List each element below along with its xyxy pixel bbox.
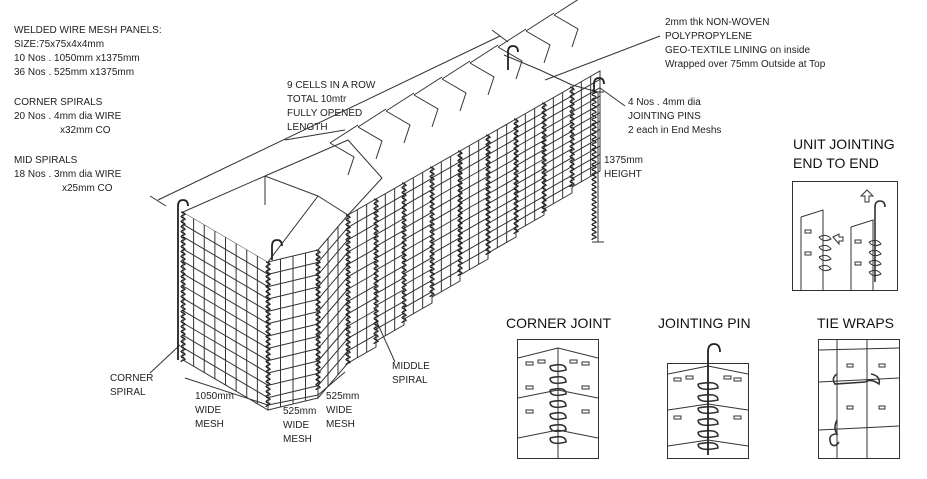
row-cell-panel-3	[403, 166, 433, 320]
row-cell-panel-5	[459, 134, 489, 276]
middle-spiral-9	[569, 86, 575, 188]
front-panel-1050	[182, 211, 269, 411]
unit-jointing-sketch	[800, 189, 886, 290]
pins-leader	[599, 87, 626, 107]
wide-1050-label-1: 1050mm	[195, 391, 234, 402]
middle-spiral-1	[345, 214, 351, 366]
geotextile-line-2: POLYPROPYLENE	[665, 31, 753, 42]
cells-line-4: LENGTH	[287, 122, 328, 133]
middle-spiral-6	[485, 134, 491, 256]
corner-spiral-left	[180, 211, 186, 363]
panels-line-2: 36 Nos . 525mm x1375mm	[14, 67, 135, 78]
height-line-2: HEIGHT	[604, 169, 642, 180]
middle-spiral-label-2: SPIRAL	[392, 375, 428, 386]
wide-1050-label-2: WIDE	[195, 405, 222, 416]
middle-spiral-3	[401, 182, 407, 324]
cells-line-2: TOTAL 10mtr	[287, 94, 347, 105]
corner-spiral-label-2: SPIRAL	[110, 387, 146, 398]
mid-spirals-title: MID SPIRALS	[14, 155, 78, 166]
corner-joint-title: CORNER JOINT	[506, 315, 611, 331]
corner-spirals-title: CORNER SPIRALS	[14, 97, 103, 108]
cells-line-1: 9 CELLS IN A ROW	[287, 80, 376, 91]
front-panel-525b	[317, 213, 349, 400]
jointing-pin-title: JOINTING PIN	[658, 315, 751, 331]
tie-wraps-title: TIE WRAPS	[817, 315, 895, 331]
corner-joint-detail	[517, 339, 599, 459]
cells-line-3: FULLY OPENED	[287, 108, 363, 119]
middle-spiral-5	[457, 150, 463, 277]
middle-spiral-8	[541, 102, 547, 214]
row-cell-panel-2	[375, 182, 405, 342]
jointing-pin-sketch	[668, 365, 748, 451]
row-cell-panel-4	[431, 150, 461, 298]
row-cell-panel-1	[347, 198, 377, 364]
panels-title: WELDED WIRE MESH PANELS:	[14, 25, 162, 36]
unit-jointing-title-1: UNIT JOINTING	[793, 136, 895, 152]
geotextile-line-4: Wrapped over 75mm Outside at Top	[665, 59, 826, 70]
pins-line-2: JOINTING PINS	[628, 111, 701, 122]
height-line-1: 1375mm	[604, 155, 643, 166]
middle-spiral-label-1: MIDDLE	[392, 361, 430, 372]
tie-wraps-detail	[818, 339, 900, 459]
wide-1050-label-3: MESH	[195, 419, 224, 430]
middle-spiral-2	[373, 198, 379, 345]
jointing-pin-detail	[667, 363, 749, 459]
wide-525a-label-2: WIDE	[283, 420, 310, 431]
row-cell-panel-8	[543, 86, 573, 210]
geotextile-line-1: 2mm thk NON-WOVEN	[665, 17, 770, 28]
pins-line-3: 2 each in End Meshs	[628, 125, 722, 136]
mid-spirals-line-2: x25mm CO	[62, 183, 113, 194]
pins-line-1: 4 Nos . 4mm dia	[628, 97, 701, 108]
unit-jointing-detail	[792, 181, 898, 291]
unit-jointing-title-2: END TO END	[793, 155, 879, 171]
corner-spiral-front	[265, 261, 271, 408]
corner-spirals-line-1: 20 Nos . 4mm dia WIRE	[14, 111, 122, 122]
wide-525a-label-3: MESH	[283, 434, 312, 445]
tie-wraps-sketch	[819, 340, 899, 458]
wide-525a-label-1: 525mm	[283, 406, 317, 417]
panels-size: SIZE:75x75x4x4mm	[14, 39, 105, 50]
corner-spiral-end	[591, 89, 597, 241]
corner-spirals-line-2: x32mm CO	[60, 125, 111, 136]
row-cell-panel-7	[515, 102, 545, 232]
corner-spiral-mid	[315, 249, 321, 391]
middle-spiral-4	[429, 166, 435, 298]
wide-525b-label-3: MESH	[326, 419, 355, 430]
mid-spirals-line-1: 18 Nos . 3mm dia WIRE	[14, 169, 122, 180]
front-panel-525a	[267, 249, 319, 411]
corner-joint-sketch	[518, 347, 598, 458]
panels-line-1: 10 Nos . 1050mm x1375mm	[14, 53, 140, 64]
wide-525b-label-1: 525mm	[326, 391, 360, 402]
cells-leader	[284, 129, 346, 141]
row-cell-panel-9	[571, 70, 601, 188]
row-length-dimension	[157, 35, 501, 201]
geotextile-leader	[544, 35, 661, 81]
wide-525b-label-2: WIDE	[326, 405, 353, 416]
middle-spiral-7	[513, 118, 519, 235]
corner-spiral-label-1: CORNER	[110, 373, 154, 384]
row-cell-panel-6	[487, 118, 517, 254]
geotextile-line-3: GEO-TEXTILE LINING on inside	[665, 45, 811, 56]
